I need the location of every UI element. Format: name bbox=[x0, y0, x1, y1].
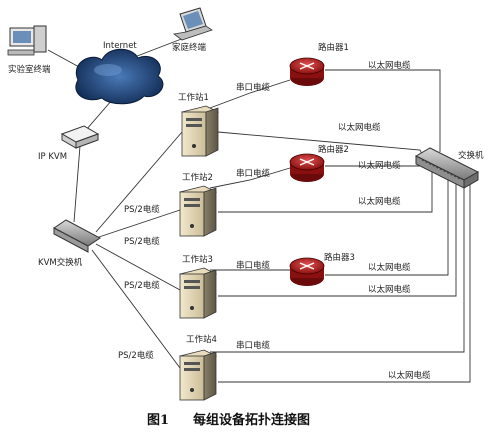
router-3-icon bbox=[289, 257, 325, 286]
serial-cable-label-2: 串口电缆 bbox=[236, 168, 271, 179]
ps2-cable-label-3: PS/2电缆 bbox=[124, 280, 160, 291]
workstation-2-label: 工作站2 bbox=[182, 172, 213, 183]
ethernet-cable-label-4: 以太网电缆 bbox=[358, 196, 401, 207]
workstation-1-label: 工作站1 bbox=[178, 92, 209, 103]
ethernet-cable-label-7: 以太网电缆 bbox=[388, 370, 431, 381]
figure-number: 图1 bbox=[147, 413, 169, 428]
router-2-label: 路由器2 bbox=[318, 144, 349, 155]
ethernet-cable-label-2: 以太网电缆 bbox=[338, 122, 381, 133]
router-3-label: 路由器3 bbox=[324, 252, 355, 263]
kvm-switch-device bbox=[53, 219, 101, 253]
switch-label: 交换机 bbox=[458, 150, 484, 161]
workstation-3-server bbox=[178, 267, 218, 319]
workstation-1-server bbox=[180, 105, 220, 157]
ps2-cable-label-1: PS/2电缆 bbox=[124, 204, 160, 215]
ip-kvm-device bbox=[60, 125, 100, 149]
internet-cloud bbox=[75, 48, 164, 105]
lab-terminal-label: 实验室终端 bbox=[8, 64, 51, 75]
ip-kvm-label: IP KVM bbox=[38, 152, 67, 162]
ethernet-cable-label-6: 以太网电缆 bbox=[368, 284, 411, 295]
workstation-3-label: 工作站3 bbox=[182, 254, 213, 265]
kvm-switch-label: KVM交换机 bbox=[38, 257, 83, 268]
home-terminal-label: 家庭终端 bbox=[172, 42, 207, 53]
internet-label: Internet bbox=[103, 41, 137, 51]
serial-cable-label-1: 串口电缆 bbox=[236, 82, 271, 93]
router-2-icon bbox=[289, 153, 325, 182]
home-terminal-icon bbox=[173, 7, 213, 41]
serial-cable-label-4: 串口电缆 bbox=[236, 340, 271, 351]
ethernet-switch-device bbox=[414, 147, 480, 189]
lab-terminal-icon bbox=[7, 25, 47, 56]
ethernet-cable-label-1: 以太网电缆 bbox=[368, 60, 411, 71]
ethernet-cable-label-3: 以太网电缆 bbox=[358, 160, 401, 171]
figure-title: 每组设备拓扑连接图 bbox=[193, 412, 310, 428]
serial-cable-label-3: 串口电缆 bbox=[236, 260, 271, 271]
ps2-cable-label-2: PS/2电缆 bbox=[124, 236, 160, 247]
workstation-4-server bbox=[178, 349, 218, 401]
router-1-icon bbox=[289, 57, 325, 86]
workstation-4-label: 工作站4 bbox=[186, 334, 217, 345]
ps2-cable-label-4: PS/2电缆 bbox=[118, 350, 154, 361]
router-1-label: 路由器1 bbox=[318, 42, 349, 53]
workstation-2-server bbox=[178, 185, 218, 237]
ethernet-cable-label-5: 以太网电缆 bbox=[368, 262, 411, 273]
